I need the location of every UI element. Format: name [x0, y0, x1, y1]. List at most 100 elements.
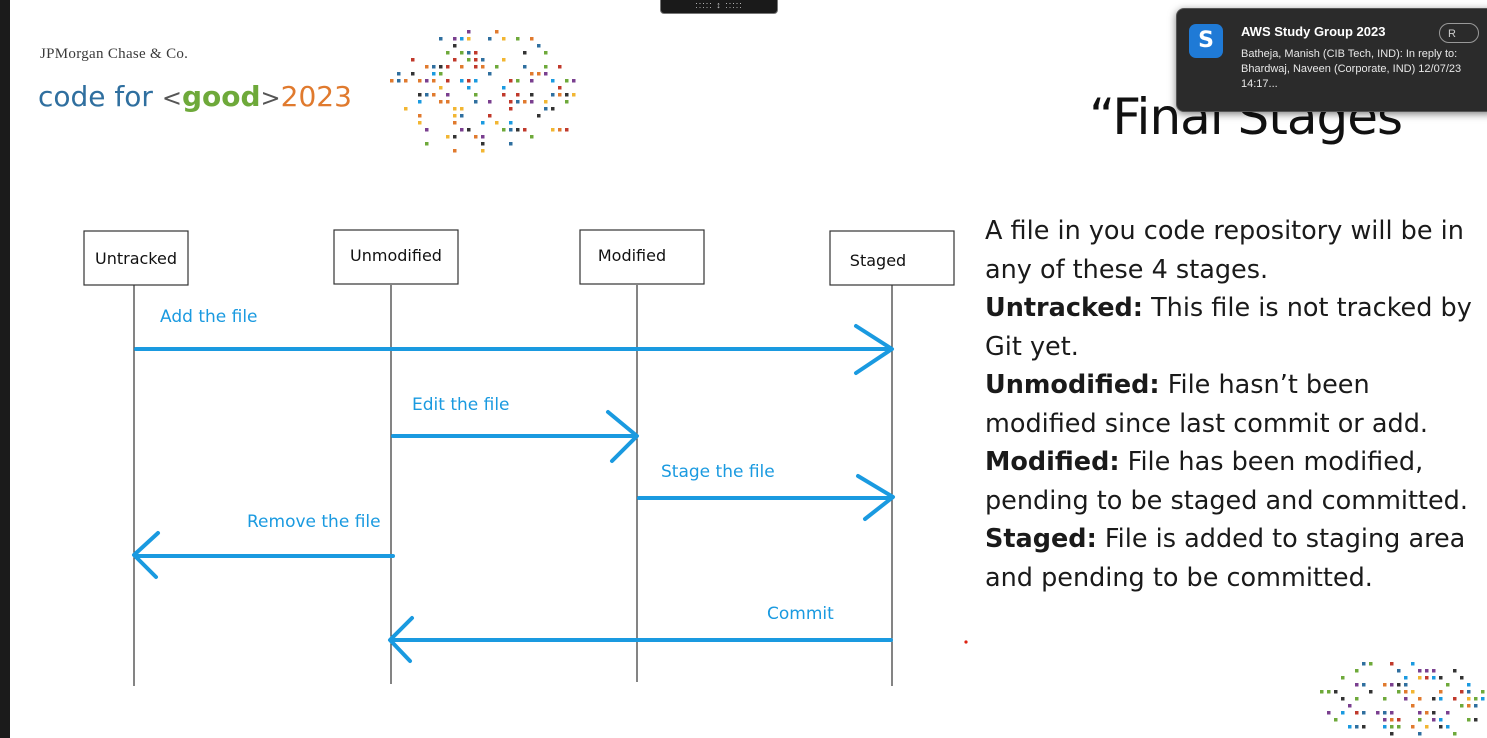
pixel-dot	[1474, 704, 1478, 708]
state-box-staged	[829, 230, 955, 286]
state-label-staged: Staged	[850, 251, 906, 270]
pixel-dot-logo	[390, 30, 576, 153]
pixel-dot	[1404, 697, 1408, 701]
pixel-dot	[1432, 711, 1436, 715]
pixel-dot	[1460, 704, 1464, 708]
pixel-dot	[523, 51, 527, 55]
arrow-remove-the-file	[132, 531, 395, 579]
pixel-dot	[1348, 725, 1352, 729]
pixel-dot	[467, 58, 471, 62]
transition-label-add: Add the file	[160, 307, 258, 327]
pixel-dot	[432, 72, 436, 76]
pixel-dot	[425, 93, 429, 97]
transition-label-edit: Edit the file	[412, 395, 510, 415]
pixel-dot	[1404, 683, 1408, 687]
pixel-dot	[481, 135, 485, 139]
transition-label-stage: Stage the file	[661, 462, 775, 482]
pixel-dot	[509, 121, 513, 125]
pixel-dot	[467, 86, 471, 90]
pixel-dot	[460, 128, 464, 132]
pixel-dot	[481, 121, 485, 125]
pixel-dot	[481, 142, 485, 146]
pixel-dot	[446, 100, 450, 104]
pixel-dot	[516, 79, 520, 83]
pixel-dot	[418, 79, 422, 83]
description-modified: Modified: File has been modified, pendin…	[985, 447, 1468, 516]
pixel-dot	[1467, 697, 1471, 701]
pixel-dot	[1425, 669, 1429, 673]
pixel-dot	[1481, 690, 1485, 694]
pixel-dot	[1355, 725, 1359, 729]
pixel-dot	[1383, 697, 1387, 701]
pixel-dot	[544, 72, 548, 76]
transition-label-remove: Remove the file	[247, 512, 381, 532]
pixel-dot	[425, 142, 429, 146]
app-icon: S	[1189, 24, 1223, 58]
pixel-dot	[404, 107, 408, 111]
pixel-dot	[1397, 690, 1401, 694]
pixel-dot	[1460, 676, 1464, 680]
pixel-dot	[530, 79, 534, 83]
pixel-dot	[530, 37, 534, 41]
pixel-dot	[1327, 690, 1331, 694]
pixel-dot	[1362, 725, 1366, 729]
pixel-dot	[439, 100, 443, 104]
pixel-dot	[1439, 697, 1443, 701]
brand-prefix: code for	[38, 80, 153, 113]
pixel-dot	[509, 107, 513, 111]
pixel-dot	[1418, 669, 1422, 673]
pixel-dot	[565, 79, 569, 83]
pixel-dot	[1341, 711, 1345, 715]
chat-notification[interactable]: S AWS Study Group 2023 Batheja, Manish (…	[1176, 8, 1487, 112]
pixel-dot	[1418, 676, 1422, 680]
pixel-dot	[1327, 711, 1331, 715]
pixel-dot	[446, 65, 450, 69]
pixel-dot	[1439, 676, 1443, 680]
pixel-dot	[537, 72, 541, 76]
pixel-dot	[1397, 683, 1401, 687]
pixel-dot	[460, 51, 464, 55]
pixel-dot	[537, 44, 541, 48]
pixel-dot	[1397, 718, 1401, 722]
pixel-dot	[558, 93, 562, 97]
pixel-dot	[453, 44, 457, 48]
pixel-dot	[397, 72, 401, 76]
pixel-dot	[544, 100, 548, 104]
laser-pointer-dot	[964, 640, 968, 644]
notification-message: Batheja, Manish (CIB Tech, IND): In repl…	[1241, 48, 1462, 90]
pixel-dot	[432, 79, 436, 83]
pixel-dot	[530, 72, 534, 76]
pixel-dot	[467, 79, 471, 83]
pixel-dot	[1355, 669, 1359, 673]
pixel-dot	[1453, 697, 1457, 701]
arrow-stage-the-file	[637, 474, 895, 521]
pixel-dot	[467, 128, 471, 132]
pixel-dot	[1341, 697, 1345, 701]
pixel-dot	[1425, 676, 1429, 680]
pixel-dot	[1390, 718, 1394, 722]
pixel-dot	[439, 72, 443, 76]
pixel-dot	[1355, 697, 1359, 701]
pixel-dot	[453, 37, 457, 41]
pixel-dot	[1446, 683, 1450, 687]
pixel-dot	[1425, 725, 1429, 729]
pixel-dot	[1432, 718, 1436, 722]
pixel-dot	[390, 79, 394, 83]
pixel-dot	[474, 65, 478, 69]
pixel-dot	[502, 58, 506, 62]
screen-share-toolbar-handle[interactable]: ::::: ↕ :::::	[660, 0, 778, 14]
brand-year: 2023	[280, 80, 352, 113]
pixel-dot	[1341, 676, 1345, 680]
pixel-dot	[1411, 704, 1415, 708]
pixel-dot	[544, 107, 548, 111]
pixel-dot	[1376, 711, 1380, 715]
pixel-dot	[565, 93, 569, 97]
state-label-untracked: Untracked	[95, 249, 177, 268]
reply-button[interactable]: R	[1439, 23, 1479, 43]
pixel-dot	[446, 135, 450, 139]
pixel-dot	[1397, 669, 1401, 673]
pixel-dot	[1481, 697, 1485, 701]
pixel-dot	[1432, 676, 1436, 680]
arrow-add-the-file	[134, 324, 894, 375]
pixel-dot	[1446, 711, 1450, 715]
